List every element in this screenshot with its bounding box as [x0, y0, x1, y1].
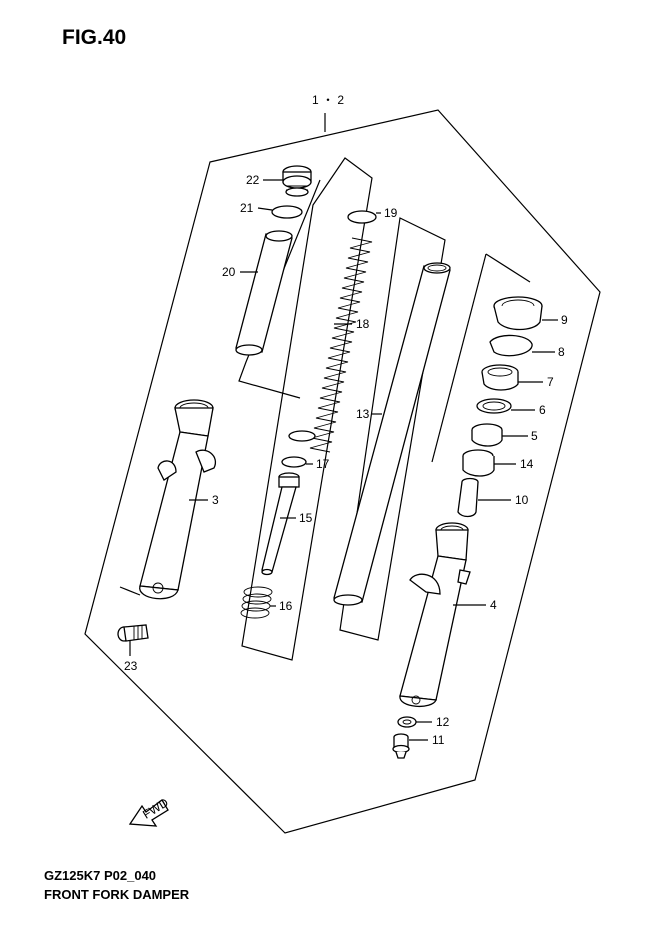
callout-12: 12 [436, 715, 450, 729]
part-10-oil-lock-piece [457, 477, 479, 518]
callout-14: 14 [520, 457, 534, 471]
part-7-oil-seal [481, 364, 519, 391]
callout-23: 23 [124, 659, 138, 673]
part-17-ring [281, 456, 307, 468]
callout-19: 19 [384, 206, 398, 220]
figure-title: FIG.40 [62, 26, 127, 49]
part-16-rebound-spring [240, 586, 273, 619]
part-12-gasket [397, 716, 417, 728]
part-5-guide-bushing [471, 423, 503, 447]
callout-15: 15 [299, 511, 313, 525]
callout-17: 17 [316, 457, 330, 471]
spring-group-boundary [241, 157, 373, 661]
assembly-label: 1 ・ 2 [312, 93, 344, 107]
figure-name: FRONT FORK DAMPER [44, 887, 190, 902]
callout-8: 8 [558, 345, 565, 359]
part-22-cap-bolt [282, 165, 312, 197]
part-15-damper-rod [261, 472, 300, 576]
callout-9: 9 [561, 313, 568, 327]
part-6-washer [476, 398, 512, 414]
part-9-dust-seal [493, 296, 543, 331]
part-13-inner-tube [333, 262, 451, 606]
callout-7: 7 [547, 375, 554, 389]
part-18-fork-spring [288, 237, 373, 453]
callout-11: 11 [432, 733, 445, 747]
callout-6: 6 [539, 403, 546, 417]
seal-group-boundary [485, 253, 531, 283]
assembly-boundary [84, 109, 601, 834]
part-21-o-ring [271, 205, 303, 219]
forward-direction-arrow: FWD [128, 795, 171, 827]
part-23-bolt [117, 624, 149, 642]
part-11-bolt [392, 733, 410, 759]
callout-10: 10 [515, 493, 529, 507]
part-3-outer-tube-left [139, 399, 217, 600]
model-code: GZ125K7 P02_040 [44, 868, 157, 883]
part-4-outer-tube-right [399, 522, 471, 707]
callout-18: 18 [356, 317, 370, 331]
callout-21: 21 [240, 201, 254, 215]
part-14-slide-bushing [462, 449, 495, 477]
callout-4: 4 [490, 598, 497, 612]
inner-tube-group-boundary [339, 217, 446, 641]
part-19-ring [347, 210, 377, 224]
callout-5: 5 [531, 429, 538, 443]
callout-13: 13 [356, 407, 370, 421]
callout-3: 3 [212, 493, 219, 507]
callout-16: 16 [279, 599, 293, 613]
callout-22: 22 [246, 173, 260, 187]
callout-20: 20 [222, 265, 236, 279]
part-8-snap-ring [489, 334, 533, 357]
part-20-spacer [235, 230, 293, 356]
seal-group-side [431, 253, 487, 463]
